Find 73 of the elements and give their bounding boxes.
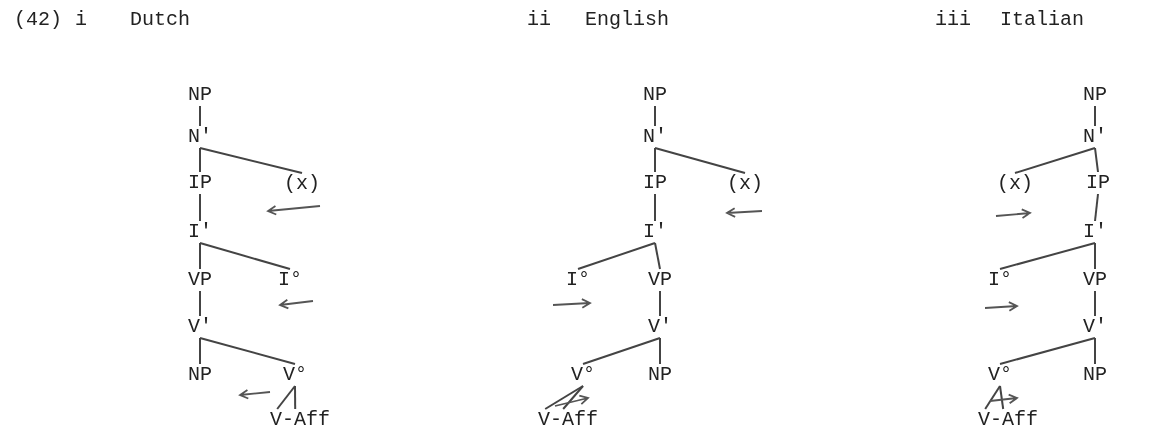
tree-branch — [199, 147, 201, 173]
tree-branch — [654, 147, 656, 173]
heading-text: ii — [527, 8, 551, 32]
tree-branch — [199, 147, 303, 174]
tree-label: N' — [188, 126, 212, 148]
tree-branch — [999, 242, 1096, 270]
tree-branch — [199, 337, 201, 365]
tree-branch — [999, 337, 1096, 365]
tree-label: (x) — [284, 173, 320, 195]
tree-label: V' — [188, 316, 212, 338]
tree-branch — [294, 385, 297, 410]
tree-label: VP — [188, 269, 212, 291]
heading-text: English — [585, 8, 669, 32]
tree-label: V-Aff — [270, 409, 330, 431]
tree-label: I' — [1083, 221, 1107, 243]
tree-branch — [1094, 147, 1099, 173]
tree-label: NP — [1083, 84, 1107, 106]
tree-branch — [199, 193, 201, 222]
tree-label: (x) — [727, 173, 763, 195]
tree-label: I° — [278, 269, 302, 291]
tree-branch — [1094, 242, 1096, 270]
tree-branch — [654, 193, 656, 222]
tree-branch — [544, 385, 584, 410]
tree-label: N' — [1083, 126, 1107, 148]
tree-label: I° — [988, 269, 1012, 291]
tree-label: (x) — [997, 173, 1033, 195]
tree-label: I° — [566, 269, 590, 291]
tree-label: N' — [643, 126, 667, 148]
tree-label: I' — [188, 221, 212, 243]
tree-label: V° — [571, 364, 595, 386]
heading-text: (42) — [14, 8, 62, 32]
tree-branch — [199, 290, 201, 317]
tree-branch — [582, 337, 661, 365]
tree-branch — [984, 385, 1001, 410]
tree-branch — [654, 147, 746, 174]
tree-branch — [562, 385, 584, 410]
tree-branch — [1094, 337, 1096, 365]
tree-label: NP — [188, 84, 212, 106]
tree-branch — [999, 385, 1005, 410]
tree-branch — [1094, 193, 1099, 222]
tree-label: IP — [1086, 172, 1110, 194]
tree-label: V-Aff — [978, 409, 1038, 431]
tree-branch — [577, 242, 656, 270]
tree-label: VP — [1083, 269, 1107, 291]
tree-label: V° — [283, 364, 307, 386]
tree-branch — [199, 105, 201, 127]
tree-label: NP — [648, 364, 672, 386]
tree-branch — [1094, 290, 1096, 317]
tree-label: V° — [988, 364, 1012, 386]
tree-label: V' — [1083, 316, 1107, 338]
tree-label: IP — [188, 172, 212, 194]
tree-branch — [276, 385, 296, 410]
tree-label: NP — [643, 84, 667, 106]
tree-branch — [654, 242, 661, 270]
heading-text: Dutch — [130, 8, 190, 32]
tree-branch — [1014, 147, 1096, 174]
heading-text: Italian — [1000, 8, 1084, 32]
tree-label: IP — [643, 172, 667, 194]
tree-branch — [1094, 105, 1096, 127]
tree-branch — [659, 337, 661, 365]
tree-label: NP — [1083, 364, 1107, 386]
tree-label: VP — [648, 269, 672, 291]
tree-label: V' — [648, 316, 672, 338]
tree-branch — [199, 242, 201, 270]
heading-text: i — [75, 8, 87, 32]
tree-label: V-Aff — [538, 409, 598, 431]
heading-text: iii — [935, 8, 971, 32]
tree-branch — [199, 242, 291, 270]
tree-label: I' — [643, 221, 667, 243]
tree-branch — [654, 105, 656, 127]
tree-branch — [659, 290, 661, 317]
tree-branch — [199, 337, 296, 365]
tree-label: NP — [188, 364, 212, 386]
